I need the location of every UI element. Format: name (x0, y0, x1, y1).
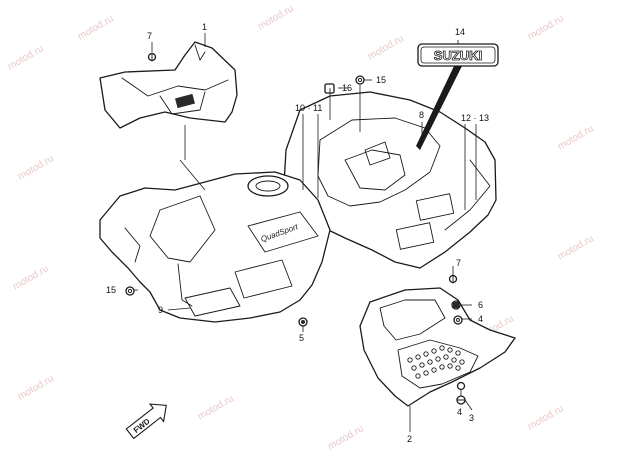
callout-2: 2 (407, 434, 412, 444)
callout-7b: 7 (456, 258, 461, 268)
leader-lines (134, 33, 477, 432)
watermark: motod.ru (256, 3, 296, 32)
callout-4a: 4 (478, 314, 483, 324)
callout-3: 3 (469, 413, 474, 423)
collar-5 (298, 317, 308, 327)
callout-10-11: 10 · 11 (295, 103, 322, 113)
watermark: motod.ru (526, 13, 566, 42)
nut-15a (355, 75, 365, 85)
washer-4b (456, 381, 466, 391)
watermark: motod.ru (76, 13, 116, 42)
nut-16 (324, 83, 335, 94)
watermark: motod.ru (16, 153, 56, 182)
callout-8: 8 (419, 110, 424, 120)
suzuki-emblem-part: SUZUKI (417, 43, 499, 67)
forward-direction-arrow: FWD (125, 403, 167, 440)
watermark: motod.ru (366, 33, 406, 62)
front-fender-part: QuadSport (99, 171, 331, 323)
watermark: motod.ru (6, 43, 46, 72)
screw-7b (448, 274, 458, 284)
washer-4a (453, 315, 463, 325)
screw-7a (147, 52, 157, 62)
watermark: motod.ru (556, 123, 596, 152)
footrest-guard-part (359, 287, 516, 407)
nut-15b (125, 286, 135, 296)
callout-12-13: 12 · 13 (461, 113, 489, 123)
callout-15b: 15 (376, 75, 386, 85)
callout-9: 9 (158, 305, 163, 315)
watermark: motod.ru (526, 403, 566, 432)
callout-4b: 4 (457, 407, 462, 417)
watermark: motod.ru (11, 263, 51, 292)
footrest-grip-holes (407, 345, 465, 379)
fasteners (125, 52, 466, 405)
emblem-pointer (416, 66, 462, 150)
bolt-6 (451, 300, 461, 310)
callout-14: 14 (455, 27, 465, 37)
front-panel-part (99, 41, 238, 129)
watermark: motod.ru (326, 423, 366, 452)
watermark: motod.ru (196, 393, 236, 422)
callout-7a: 7 (147, 31, 152, 41)
callout-16: 16 (342, 83, 352, 93)
bolt-3 (456, 395, 466, 405)
callout-labels: 1 2 3 4 4 5 6 7 7 8 9 10 · 11 12 · 13 14… (106, 22, 489, 444)
callout-5: 5 (299, 333, 304, 343)
watermark: motod.ru (16, 373, 56, 402)
callout-6: 6 (478, 300, 483, 310)
callout-15a: 15 (106, 285, 116, 295)
emblem-text: SUZUKI (434, 48, 482, 63)
rear-fender-part (283, 91, 497, 269)
callout-1: 1 (202, 22, 207, 32)
watermark: motod.ru (556, 233, 596, 262)
